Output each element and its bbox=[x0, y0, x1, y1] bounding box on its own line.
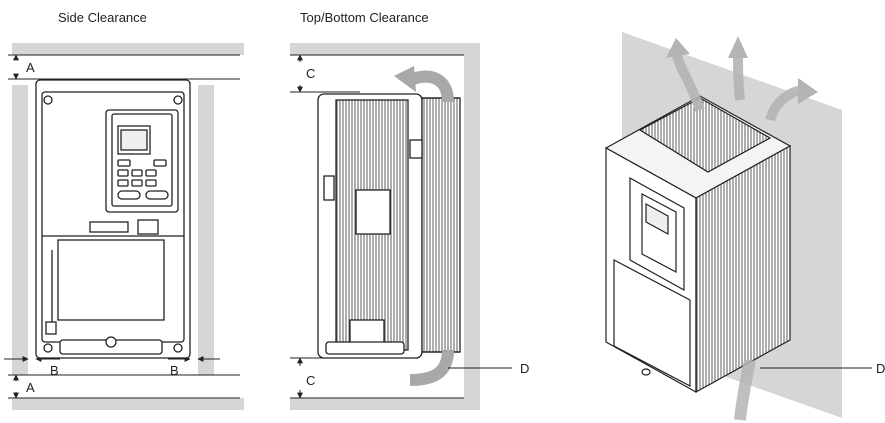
drive-side-view bbox=[317, 93, 461, 359]
left-wall bbox=[12, 85, 28, 375]
top-bottom-clearance-figure: C C D bbox=[290, 43, 529, 410]
label-d-middle: D bbox=[520, 361, 529, 376]
label-b-left: B bbox=[50, 363, 59, 378]
airflow-arrow-top bbox=[407, 70, 454, 103]
airflow-arrow-up-left bbox=[671, 50, 705, 112]
label-b-right: B bbox=[170, 363, 179, 378]
airflow-arrow-bottom-3d bbox=[734, 358, 756, 421]
label-d-right: D bbox=[876, 361, 885, 376]
airflow-3d-figure: D bbox=[604, 32, 885, 421]
label-a-top: A bbox=[26, 60, 35, 75]
side-clearance-figure: A A B B bbox=[4, 43, 244, 410]
drive-front-view bbox=[35, 79, 191, 359]
label-c-bottom: C bbox=[306, 373, 315, 388]
top-wall-2 bbox=[290, 43, 480, 55]
label-c-top: C bbox=[306, 66, 315, 81]
bottom-wall-2 bbox=[290, 398, 480, 410]
airflow-arrow-up bbox=[733, 53, 745, 101]
label-a-bottom: A bbox=[26, 380, 35, 395]
side-clearance-title: Side Clearance bbox=[58, 10, 147, 25]
bottom-wall bbox=[12, 398, 244, 410]
top-wall bbox=[12, 43, 244, 55]
right-wall bbox=[198, 85, 214, 375]
back-wall bbox=[464, 43, 480, 410]
airflow-arrow-bottom bbox=[409, 349, 454, 386]
drive-3d-view bbox=[604, 95, 792, 394]
top-bottom-clearance-title: Top/Bottom Clearance bbox=[300, 10, 429, 25]
